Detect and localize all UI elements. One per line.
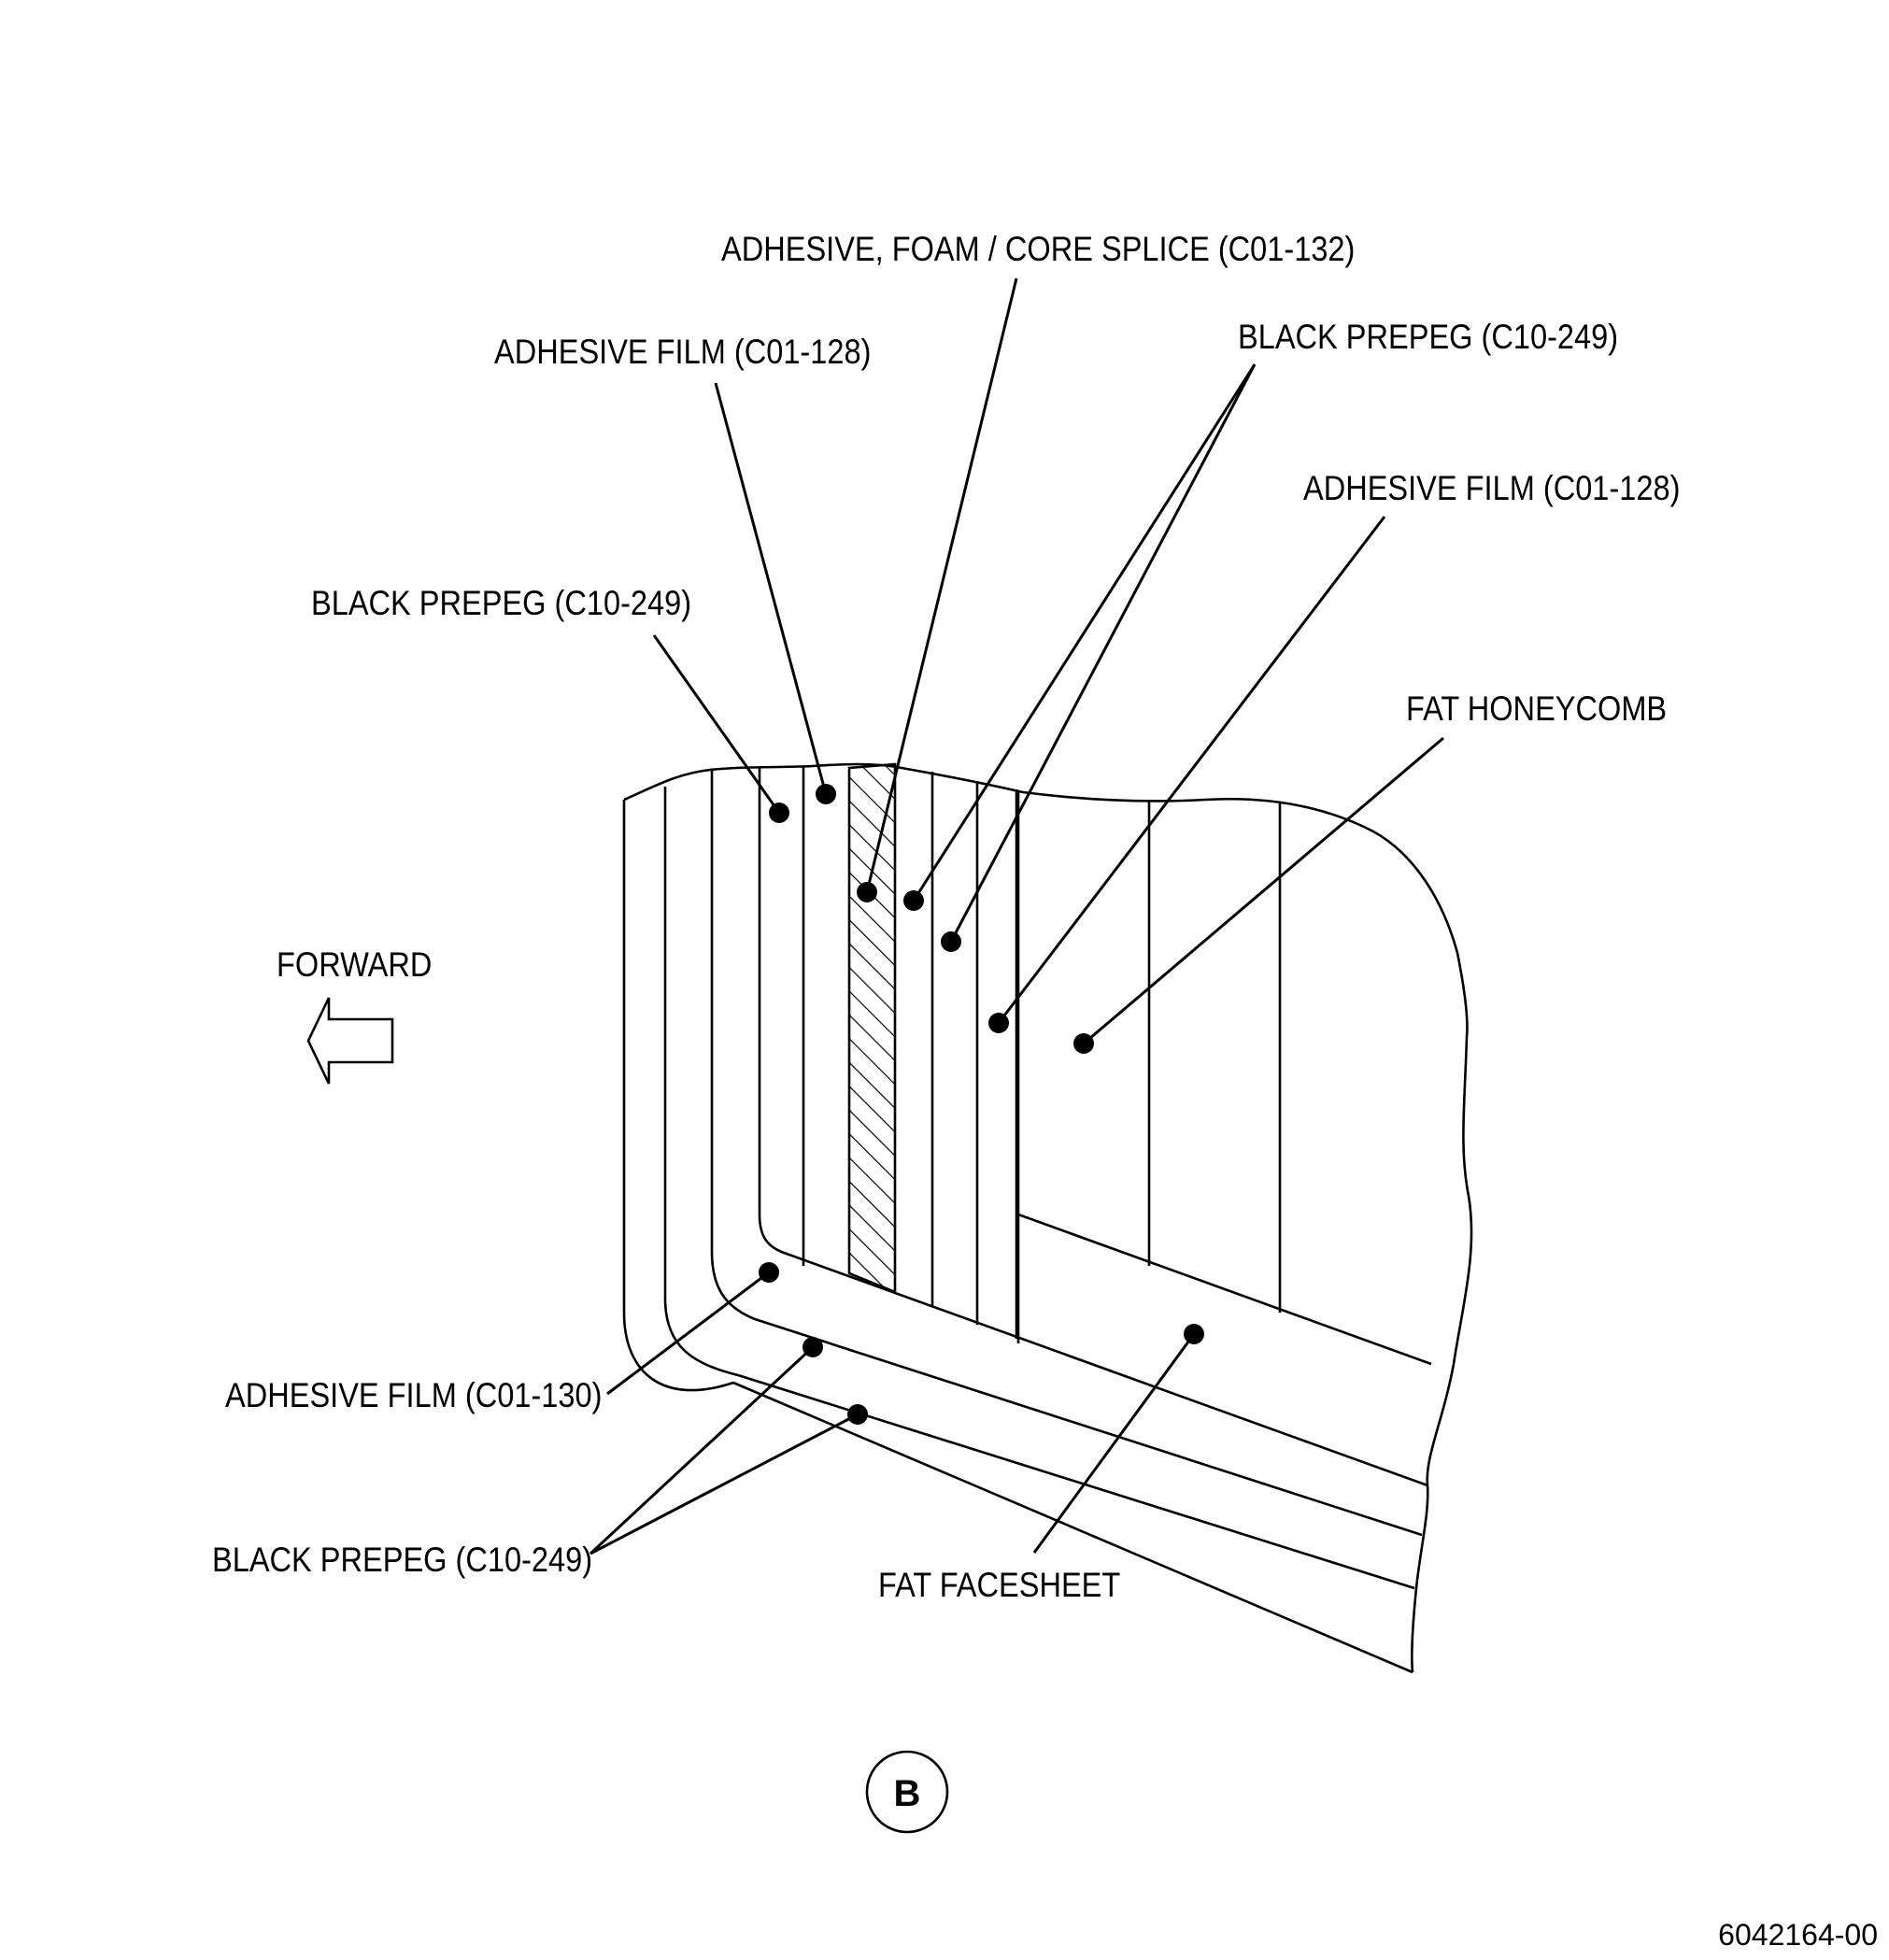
top-break-edge xyxy=(623,762,1469,1038)
label-black-prepeg-left: BLACK PREPEG (C10-249) xyxy=(311,584,691,622)
label-adhesive-film-top-left: ADHESIVE FILM (C01-128) xyxy=(494,333,871,371)
part-section xyxy=(622,762,1473,1674)
dot-adhesive-film-top-left xyxy=(816,784,836,804)
label-adhesive-film-bottom: ADHESIVE FILM (C01-130) xyxy=(225,1376,602,1414)
detail-bubble: B xyxy=(865,1750,949,1834)
facesheet-line-3 xyxy=(737,1373,1415,1590)
label-black-prepeg-bottom: BLACK PREPEG (C10-249) xyxy=(212,1541,592,1579)
dot-core-splice xyxy=(857,882,877,902)
forward-arrow-icon xyxy=(306,997,394,1085)
callout-labels: ADHESIVE, FOAM / CORE SPLICE (C01-132) A… xyxy=(212,230,1680,1604)
honeycomb-lower-edge xyxy=(1017,1213,1432,1366)
label-fat-honeycomb: FAT HONEYCOMB xyxy=(1406,689,1667,728)
dot-adhesive-film-bottom xyxy=(759,1262,779,1283)
dot-black-prepeg-top-right-1 xyxy=(903,890,924,911)
dot-black-prepeg-left xyxy=(769,802,789,823)
ply-line-3 xyxy=(710,770,756,1321)
label-adhesive-film-right: ADHESIVE FILM (C01-128) xyxy=(1303,469,1680,507)
facesheet-line-4 xyxy=(732,1381,1413,1674)
dot-adhesive-film-right xyxy=(988,1013,1009,1033)
label-fat-facesheet: FAT FACESHEET xyxy=(878,1566,1120,1604)
dot-fat-honeycomb xyxy=(1073,1033,1094,1054)
callout-dots xyxy=(759,784,1204,1425)
ply-line-2 xyxy=(663,787,739,1377)
core-splice-hatch xyxy=(847,762,897,1294)
dot-black-prepeg-top-right-2 xyxy=(941,931,961,952)
facesheet-line-2 xyxy=(754,1317,1423,1537)
dot-black-prepeg-bottom-2 xyxy=(847,1404,868,1425)
figure-number: 6042164-00 xyxy=(1718,1918,1878,1952)
outer-skin-line xyxy=(622,800,734,1392)
dot-black-prepeg-bottom-1 xyxy=(802,1337,823,1357)
right-break-edge xyxy=(1410,1036,1473,1673)
leader-lines xyxy=(589,277,1444,1555)
ply-line-4 xyxy=(758,768,788,1256)
facesheet-line-1 xyxy=(786,1252,1428,1487)
label-forward: FORWARD xyxy=(277,945,432,984)
label-core-splice: ADHESIVE, FOAM / CORE SPLICE (C01-132) xyxy=(721,230,1355,268)
detail-letter: B xyxy=(894,1773,921,1814)
label-black-prepeg-top-right: BLACK PREPEG (C10-249) xyxy=(1238,318,1618,356)
dot-fat-facesheet xyxy=(1184,1324,1204,1344)
